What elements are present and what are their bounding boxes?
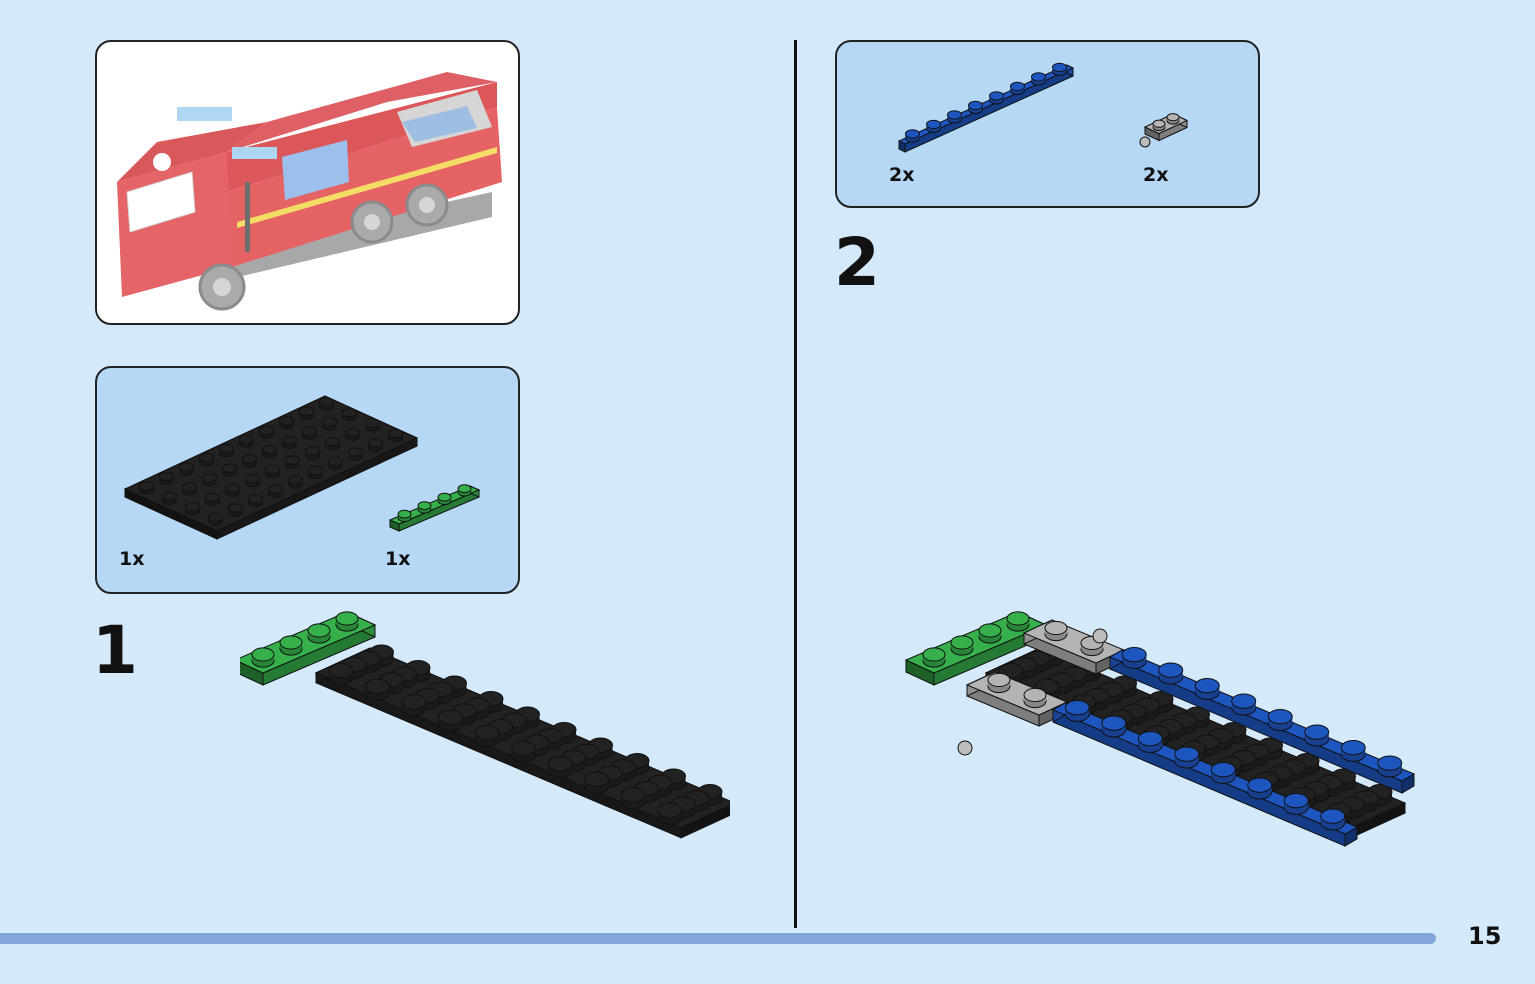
page-divider [794,40,797,928]
step2-assembly [904,611,1416,847]
blue-plate-part [897,62,1075,153]
green-plate-part [388,484,481,532]
step2-parts-box: 2x 2x [835,40,1260,208]
fire-truck-illustration [117,72,502,311]
step-number-1: 1 [92,612,138,689]
part-qty-green-plate: 1x [385,548,411,570]
model-preview [95,40,520,325]
progress-bar [0,933,1436,944]
part-qty-black-plate: 1x [119,548,145,570]
step-number-2: 2 [834,224,880,301]
step1-assembly [240,611,730,839]
step1-parts-box: 1x 1x [95,366,520,594]
clip-plate-part [1139,113,1189,148]
part-qty-blue-plate: 2x [889,164,915,186]
part-qty-clip-plate: 2x [1143,164,1169,186]
black-plate-part [123,395,419,540]
page-number: 15 [1468,922,1502,950]
